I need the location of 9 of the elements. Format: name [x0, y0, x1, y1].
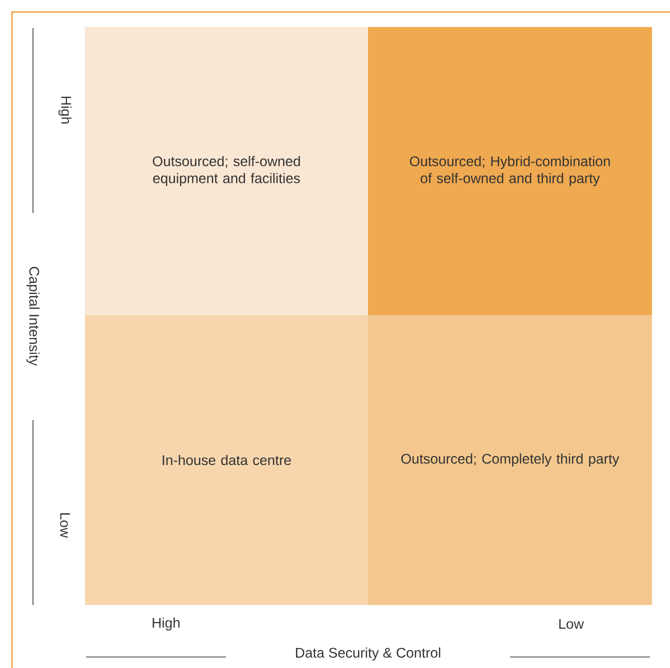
axis-title: Data Security & Control	[296, 647, 440, 660]
axis-tick-label: Low	[60, 513, 70, 538]
axis-title: Capital Intensity	[26, 266, 40, 366]
quadrant-cell: In-house data centre	[85, 314, 368, 605]
quadrant-cell: Outsourced; self-owned equipment and facilities	[85, 26, 368, 315]
quadrant-cell: Outsourced; Hybrid-combination of self-owned and third party	[368, 26, 652, 315]
axis-tick-label: Low	[559, 619, 584, 629]
quadrant-cell: Outsourced; Completely third party	[368, 314, 652, 605]
axis-tick-label: High	[58, 96, 72, 124]
